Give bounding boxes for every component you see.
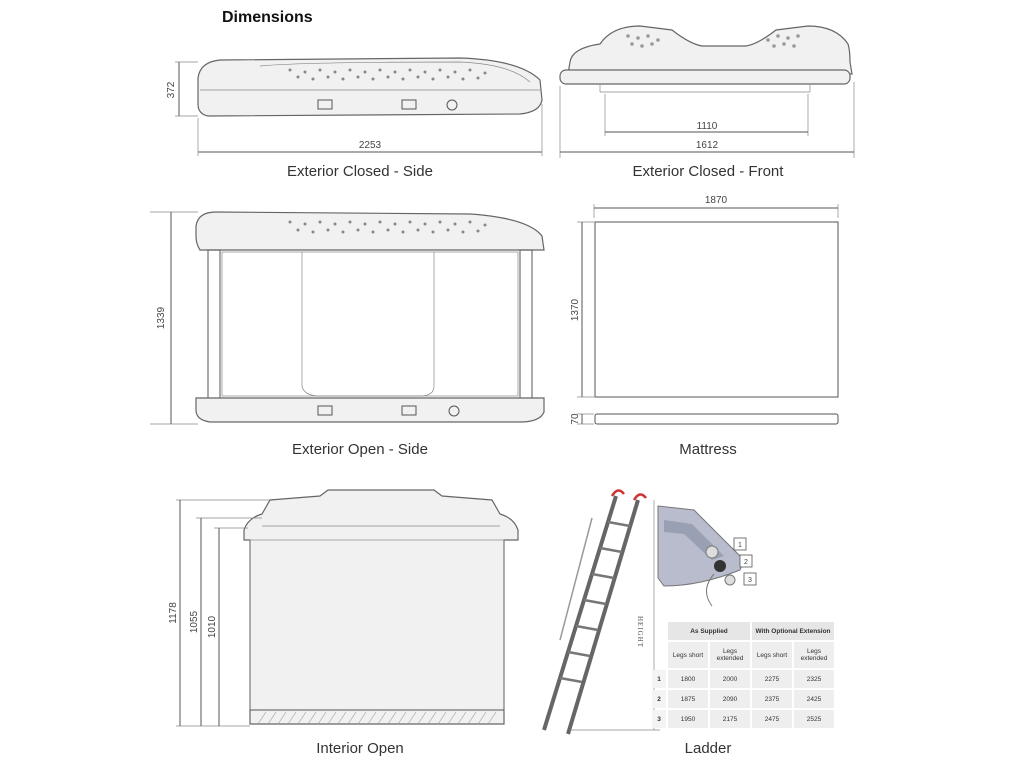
ladder-height-table: As Supplied With Optional Extension Legs… [650, 620, 836, 730]
table-cell: 2475 [752, 710, 792, 728]
ladder-height-label: HEIGHT [636, 616, 644, 648]
caption-ladder: Ladder [684, 740, 732, 757]
closed-side-length-label: 2253 [359, 140, 382, 151]
interior-open-drawing [176, 489, 519, 727]
mattress-drawing [577, 204, 839, 425]
table-row-id: 1 [652, 670, 666, 688]
table-cell: 2325 [794, 670, 834, 688]
front-inner-width-label: 1110 [697, 121, 718, 132]
table-cell: 2175 [710, 710, 750, 728]
ladder-callout-2: 2 [744, 559, 748, 566]
table-cell: 2275 [752, 670, 792, 688]
caption-exterior-closed-front: Exterior Closed - Front [632, 163, 784, 180]
table-cell: 1875 [668, 690, 708, 708]
page-title: Dimensions [222, 9, 313, 26]
table-group-header: As Supplied [668, 622, 750, 640]
mattress-thickness-label: 70 [570, 413, 581, 425]
caption-exterior-open-side: Exterior Open - Side [292, 441, 428, 458]
table-cell: 2525 [794, 710, 834, 728]
front-outer-width-label: 1612 [696, 140, 719, 151]
table-cell: 1800 [668, 670, 708, 688]
closed-side-height-label: 372 [166, 81, 177, 98]
caption-interior-open: Interior Open [316, 740, 404, 757]
table-row: 1 1800 2000 2275 2325 [652, 670, 834, 688]
table-row-id: 3 [652, 710, 666, 728]
exterior-closed-side-drawing [175, 57, 543, 156]
table-cell: 2090 [710, 690, 750, 708]
ladder-drawing [542, 489, 757, 735]
interior-inner-height-label: 1010 [207, 615, 218, 638]
table-column-header: Legs extended [794, 642, 834, 668]
table-row: 2 1875 2090 2375 2425 [652, 690, 834, 708]
table-corner [652, 642, 666, 668]
caption-exterior-closed-side: Exterior Closed - Side [287, 163, 433, 180]
table-group-header: With Optional Extension [752, 622, 834, 640]
mattress-width-label: 1370 [570, 298, 581, 321]
interior-outer-height-label: 1178 [168, 602, 179, 624]
table-column-header: Legs short [752, 642, 792, 668]
table-cell: 1950 [668, 710, 708, 728]
exterior-closed-front-drawing [559, 25, 855, 158]
interior-mid-height-label: 1055 [189, 610, 200, 633]
ladder-callout-1: 1 [738, 542, 742, 549]
mattress-length-label: 1870 [705, 195, 728, 206]
exterior-open-side-drawing [150, 211, 545, 425]
table-column-header: Legs short [668, 642, 708, 668]
ladder-callout-3: 3 [748, 577, 752, 584]
table-cell: 2425 [794, 690, 834, 708]
table-column-header: Legs extended [710, 642, 750, 668]
table-cell: 2375 [752, 690, 792, 708]
table-corner [652, 622, 666, 640]
caption-mattress: Mattress [679, 441, 737, 458]
table-row: 3 1950 2175 2475 2525 [652, 710, 834, 728]
open-side-height-label: 1339 [156, 306, 167, 329]
table-row-id: 2 [652, 690, 666, 708]
table-cell: 2000 [710, 670, 750, 688]
